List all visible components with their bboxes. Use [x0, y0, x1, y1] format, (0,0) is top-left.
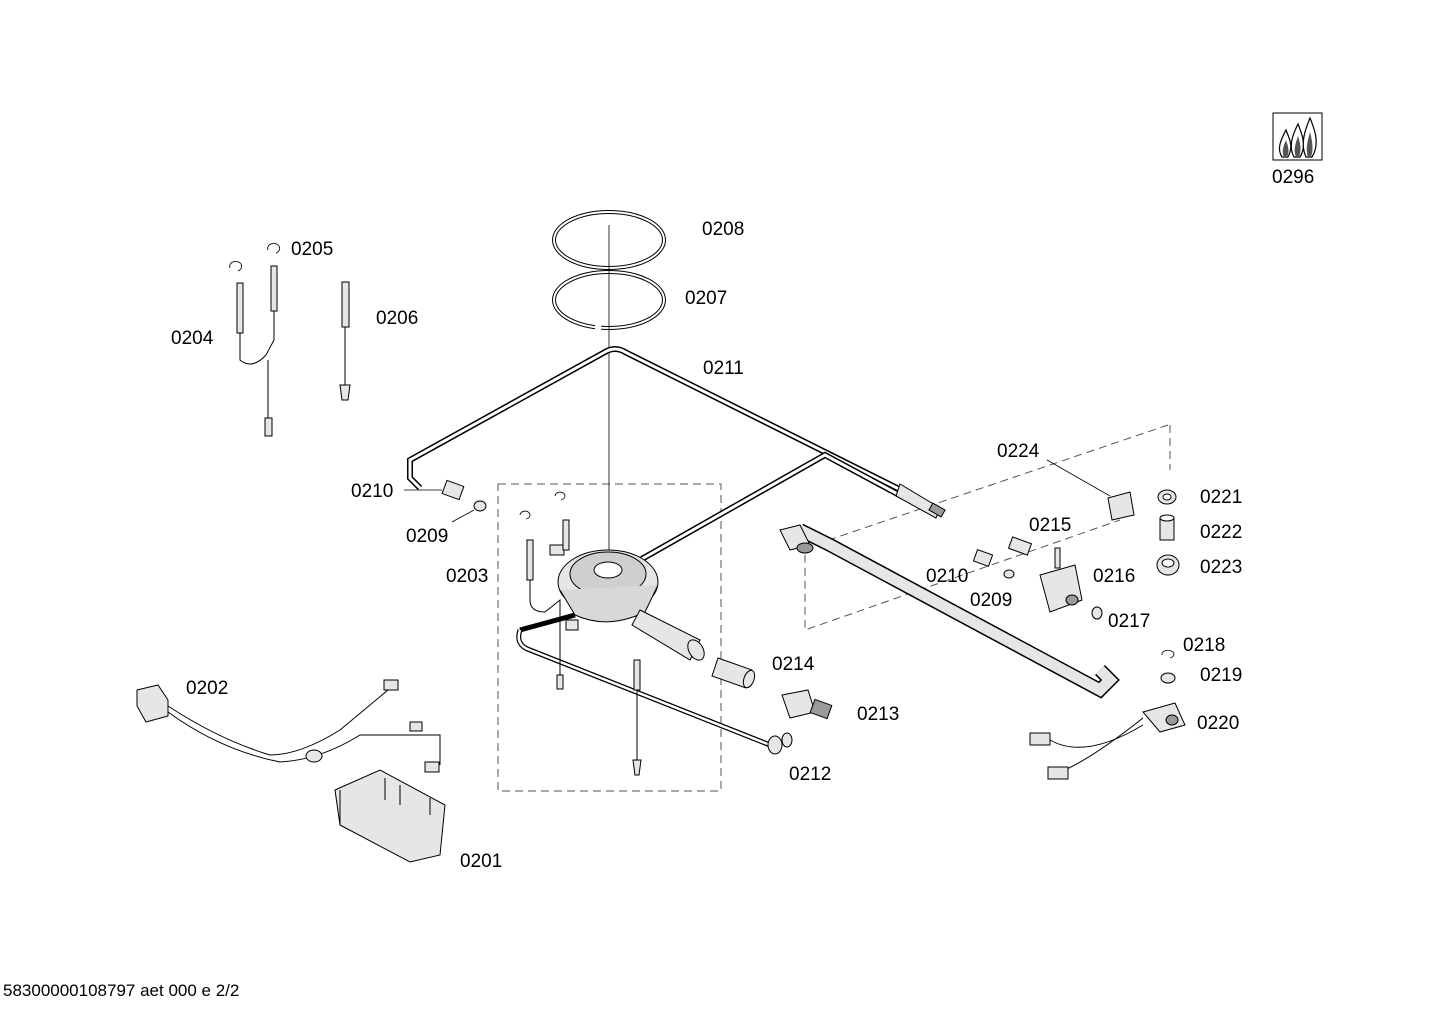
label-0217: 0217 — [1108, 611, 1151, 632]
label-0220: 0220 — [1197, 713, 1240, 734]
washer-0219 — [1160, 672, 1176, 684]
bushing-0222 — [1159, 514, 1175, 541]
label-0209-right: 0209 — [970, 590, 1013, 611]
label-0207: 0207 — [685, 288, 728, 309]
label-0208: 0208 — [702, 219, 745, 240]
nipple-0210-left — [404, 479, 465, 501]
gas-pipe-0211 — [407, 346, 946, 563]
label-0219: 0219 — [1200, 665, 1243, 686]
label-0216: 0216 — [1093, 566, 1136, 587]
cap-0223 — [1156, 554, 1180, 576]
nut-0212 — [767, 732, 793, 755]
label-0215: 0215 — [1029, 515, 1072, 536]
injector-0213 — [781, 689, 833, 720]
clip-0205 — [229, 243, 281, 272]
fitting-0215 — [1007, 536, 1033, 556]
label-0218: 0218 — [1183, 635, 1226, 656]
gas-flame-icon — [1272, 112, 1323, 161]
label-0206: 0206 — [376, 308, 419, 329]
switch-0220 — [1029, 702, 1186, 780]
label-0204: 0204 — [171, 328, 214, 349]
label-0296: 0296 — [1272, 167, 1315, 188]
label-0212: 0212 — [789, 764, 832, 785]
label-0205: 0205 — [291, 239, 334, 260]
washer-0209-left — [451, 500, 487, 523]
thermocouple-0204 — [236, 265, 278, 437]
document-footer: 58300000108797 aet 000 e 2/2 — [3, 981, 240, 1000]
label-0214: 0214 — [772, 654, 815, 675]
label-0201: 0201 — [460, 851, 503, 872]
nipple-0210-right — [972, 548, 994, 568]
label-0213: 0213 — [857, 704, 900, 725]
washer-0221 — [1157, 489, 1177, 505]
label-0209-left: 0209 — [406, 526, 449, 547]
label-0221: 0221 — [1200, 487, 1243, 508]
thermocouple-0203 — [519, 491, 642, 776]
label-0210-right: 0210 — [926, 566, 969, 587]
gas-hose-0224 — [779, 523, 1120, 699]
label-0210-left: 0210 — [351, 481, 394, 502]
label-0222: 0222 — [1200, 522, 1243, 543]
washer-0209-right — [1003, 569, 1015, 579]
valve-assembly-frame — [804, 424, 1171, 631]
nut-0224 — [1046, 459, 1135, 521]
wiring-harness-0202 — [136, 679, 441, 773]
label-0223: 0223 — [1200, 557, 1243, 578]
clip-0218 — [1161, 649, 1175, 659]
label-0202: 0202 — [186, 678, 229, 699]
label-0211: 0211 — [703, 358, 744, 379]
tube-0214 — [711, 657, 756, 689]
burner-assembly-frame — [497, 483, 722, 792]
label-0203: 0203 — [446, 566, 489, 587]
ignition-electrode-0206 — [339, 281, 351, 401]
ignition-module-0201 — [334, 769, 446, 863]
valve-0216 — [1039, 547, 1083, 613]
washer-0217 — [1091, 606, 1103, 620]
burner-body-0203 — [516, 544, 771, 748]
label-0224: 0224 — [997, 441, 1040, 462]
